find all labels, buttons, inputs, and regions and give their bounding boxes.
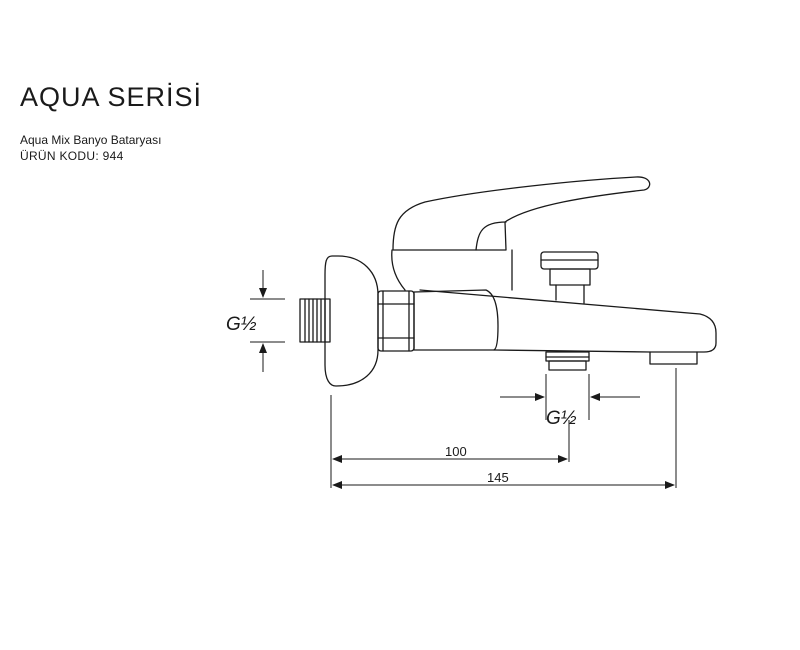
product-name: Aqua Mix Banyo Bataryası bbox=[20, 133, 162, 147]
valve-body bbox=[413, 289, 499, 351]
spout-outlet bbox=[649, 351, 698, 365]
lever-handle bbox=[392, 176, 651, 251]
connection-nut bbox=[377, 290, 415, 352]
cartridge-housing bbox=[391, 249, 513, 291]
wall-flange bbox=[324, 255, 379, 387]
product-code: ÜRÜN KODU: 944 bbox=[20, 149, 124, 163]
diverter-knob bbox=[540, 251, 599, 304]
outlet-thread-label: G½ bbox=[546, 408, 577, 429]
shower-outlet-thread bbox=[545, 351, 590, 371]
dimension-100: 100 bbox=[445, 444, 467, 459]
inlet-thread-label: G½ bbox=[226, 314, 257, 335]
spout bbox=[419, 289, 717, 353]
dimension-145: 145 bbox=[487, 470, 509, 485]
series-title: AQUA SERİSİ bbox=[20, 82, 203, 112]
